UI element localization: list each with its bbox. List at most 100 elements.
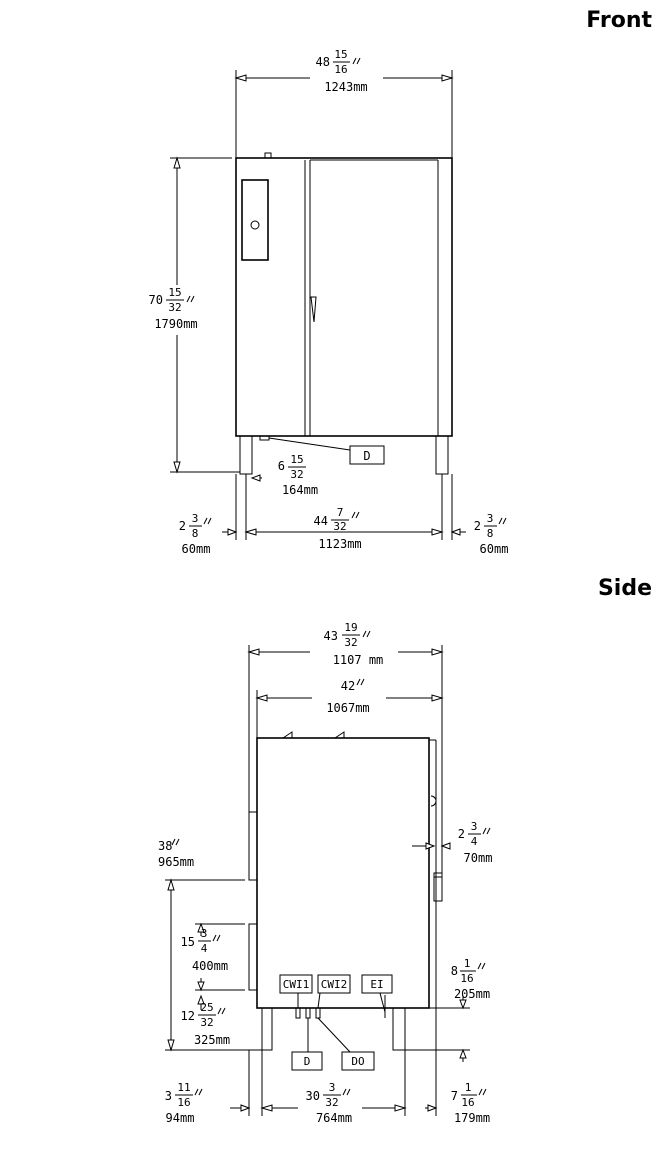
side-handle-arrow-right bbox=[440, 842, 451, 850]
side-handle-den: 4 bbox=[471, 835, 478, 848]
side-15-den: 4 bbox=[201, 942, 208, 955]
front-width-arrow-left bbox=[234, 74, 247, 82]
side-top-vent-1 bbox=[282, 731, 293, 739]
front-leg-left-arrow bbox=[227, 528, 238, 536]
inch-mark-front-height bbox=[186, 295, 195, 303]
side-depth-whole: 43 bbox=[324, 629, 338, 643]
inch-mark-front-width bbox=[352, 57, 361, 65]
side-d-label: D bbox=[304, 1055, 311, 1068]
side-do-box bbox=[341, 1051, 375, 1071]
side-handle-arrow-left bbox=[425, 842, 436, 850]
front-drain-leader bbox=[268, 437, 351, 451]
inch-mark-side-bottom-left bbox=[194, 1088, 203, 1096]
front-leg-right-arrow bbox=[450, 528, 461, 536]
side-cabinet-outline bbox=[256, 737, 430, 1009]
side-do-label: DO bbox=[351, 1055, 364, 1068]
side-rear-leg bbox=[261, 1007, 273, 1051]
side-ei-label: EI bbox=[370, 978, 383, 991]
side-body-arrow-left bbox=[255, 694, 268, 702]
side-depth-num: 19 bbox=[344, 621, 357, 634]
front-cabinet-outline bbox=[235, 157, 453, 437]
inch-mark-side-8 bbox=[477, 962, 486, 970]
front-leg-span-den: 32 bbox=[333, 520, 346, 533]
side-handle-num: 3 bbox=[471, 820, 478, 833]
inch-mark-side-15 bbox=[212, 934, 221, 942]
front-width-mm: 1243mm bbox=[324, 80, 367, 94]
side-bottom-right-whole: 7 bbox=[451, 1089, 458, 1103]
side-rear-panel-lower bbox=[248, 923, 257, 991]
inch-mark-side-bottom-right bbox=[478, 1088, 487, 1096]
side-38-mm: 965mm bbox=[158, 855, 194, 869]
inch-mark-side-body bbox=[356, 678, 365, 686]
inch-mark-side-bottom-mid bbox=[342, 1088, 351, 1096]
side-bottom-mid-mm: 764mm bbox=[316, 1111, 352, 1125]
side-ei-leader bbox=[379, 992, 386, 1013]
side-door-handle bbox=[433, 872, 443, 902]
front-drain-offset-arrow bbox=[250, 474, 261, 482]
side-bottom-mid-arrow-right bbox=[394, 1104, 407, 1112]
front-leg-right-num: 3 bbox=[487, 512, 494, 525]
front-height-den: 32 bbox=[168, 301, 181, 314]
side-bottom-left-mm: 94mm bbox=[166, 1111, 195, 1125]
side-fitting-cwi1 bbox=[295, 1007, 301, 1019]
side-15-mm: 400mm bbox=[192, 959, 228, 973]
side-top-vent-2 bbox=[334, 731, 345, 739]
side-8-arrow-bottom bbox=[459, 1048, 467, 1059]
side-15-arrow-bottom bbox=[197, 981, 205, 992]
front-control-panel bbox=[241, 179, 269, 261]
side-38-whole: 38 bbox=[158, 839, 172, 853]
side-bottom-mid-whole: 30 bbox=[306, 1089, 320, 1103]
side-bottom-mid-num: 3 bbox=[329, 1081, 336, 1094]
front-leg-left-num: 3 bbox=[192, 512, 199, 525]
side-d-box bbox=[291, 1051, 323, 1071]
side-depth-den: 32 bbox=[344, 636, 357, 649]
side-rear-panel-upper bbox=[248, 811, 257, 881]
front-height-mm: 1790mm bbox=[154, 317, 197, 331]
side-bottom-mid-arrow-left bbox=[260, 1104, 273, 1112]
side-depth-arrow-left bbox=[247, 648, 260, 656]
side-view-heading: Side bbox=[597, 576, 652, 601]
front-vent-stub bbox=[264, 152, 272, 159]
side-bottom-left-den: 16 bbox=[177, 1096, 190, 1109]
side-front-leg bbox=[392, 1007, 406, 1051]
side-15-num: 3 bbox=[201, 927, 208, 940]
side-15-whole: 15 bbox=[181, 935, 195, 949]
side-8-den: 16 bbox=[460, 972, 473, 985]
side-8-arrow-top bbox=[459, 999, 467, 1010]
front-width-whole: 48 bbox=[316, 55, 330, 69]
front-right-leg bbox=[435, 435, 449, 475]
inch-mark-side-handle bbox=[482, 827, 491, 835]
side-depth-mm: 1107 mm bbox=[333, 653, 384, 667]
side-8-whole: 8 bbox=[451, 964, 458, 978]
front-door-handle bbox=[310, 296, 317, 323]
side-12-mm: 325mm bbox=[194, 1033, 230, 1047]
inch-mark-front-leg-span bbox=[351, 511, 360, 519]
front-drain-offset-den: 32 bbox=[290, 468, 303, 481]
side-cwi2-box bbox=[317, 974, 351, 994]
side-8-num: 1 bbox=[464, 957, 471, 970]
front-leg-left-den: 8 bbox=[192, 527, 199, 540]
inch-marks bbox=[171, 57, 507, 1096]
front-leg-span-arrow-right bbox=[431, 528, 444, 536]
side-bottom-left-num: 11 bbox=[177, 1081, 190, 1094]
side-cwi2-label: CWI2 bbox=[321, 978, 348, 991]
front-leg-span-arrow-left bbox=[244, 528, 257, 536]
front-view: D 48 15 16 1243mm 70 15 32 1790mm 6 15 3… bbox=[149, 48, 509, 556]
inch-mark-side-38 bbox=[171, 838, 180, 846]
side-bottom-right-num: 1 bbox=[465, 1081, 472, 1094]
side-fitting-d bbox=[305, 1007, 311, 1019]
front-drain-offset-num: 15 bbox=[290, 453, 303, 466]
side-cwi1-box bbox=[279, 974, 313, 994]
side-ei-box bbox=[361, 974, 393, 994]
front-height-num: 15 bbox=[168, 286, 181, 299]
side-bottom-mid-den: 32 bbox=[325, 1096, 338, 1109]
front-leg-span-mm: 1123mm bbox=[318, 537, 361, 551]
side-fitting-do bbox=[315, 1007, 321, 1019]
front-left-leg bbox=[239, 435, 253, 475]
front-drain-label: D bbox=[363, 449, 370, 463]
side-12-arrow bbox=[197, 994, 205, 1005]
side-do-leader bbox=[317, 1017, 351, 1053]
front-drain-label-box bbox=[349, 445, 385, 465]
inch-mark-front-leg-right bbox=[498, 517, 507, 525]
